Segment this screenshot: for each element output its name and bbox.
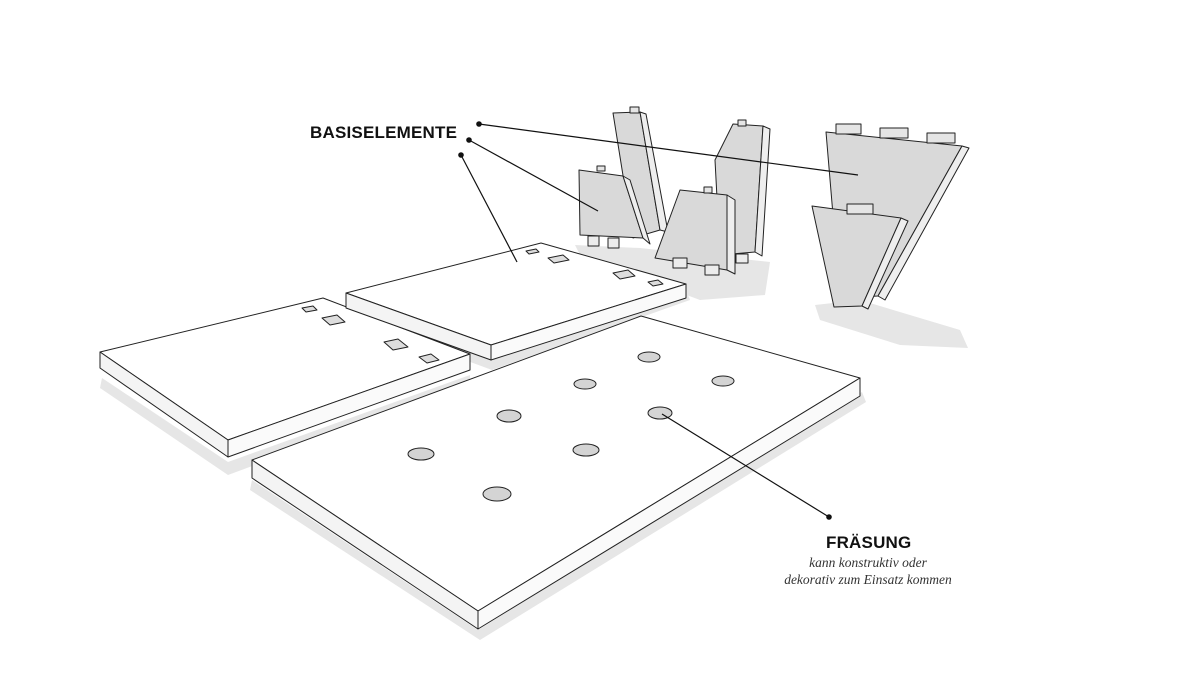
element-tab [703, 186, 713, 194]
shadow-middle-slab [346, 290, 690, 370]
milled-holes [407, 351, 735, 502]
milling-caption: kann konstruktiv oder dekorativ zum Eins… [768, 554, 968, 588]
element-foot [735, 253, 749, 264]
element-side [861, 217, 909, 310]
slot [301, 305, 318, 313]
leader-lines [458, 121, 859, 520]
leader-line-milling [661, 413, 830, 518]
element-face [654, 189, 728, 271]
element-side [877, 145, 970, 301]
leader-dot [476, 121, 482, 127]
left-slab-side [227, 353, 471, 458]
left-slab [99, 297, 471, 458]
element-foot [607, 237, 620, 249]
leader-line-basis-2 [468, 139, 599, 212]
element-tab [835, 123, 862, 135]
milled-hole [647, 406, 673, 420]
slot [525, 248, 540, 255]
milling-caption-line2: dekorativ zum Einsatz kommen [784, 572, 952, 587]
slot [418, 353, 440, 364]
label-base-elements: BASISELEMENTE [310, 123, 458, 142]
milled-hole [637, 351, 661, 363]
left-slab-slots [301, 305, 440, 364]
element-side [622, 175, 651, 245]
element-tab [879, 127, 909, 139]
element-side [726, 194, 736, 275]
element-tab [596, 165, 606, 172]
element-tab [737, 119, 747, 127]
leader-dot [458, 152, 464, 158]
element-tab [926, 132, 956, 144]
milling-caption-line1: kann konstruktiv oder [809, 555, 927, 570]
element-tab [629, 106, 640, 114]
slot [383, 338, 409, 351]
large-slab-side [477, 377, 861, 630]
milled-hole [711, 375, 735, 387]
shadow-left-slab [100, 375, 470, 475]
slot [547, 254, 570, 264]
leader-line-basis-1 [478, 123, 859, 176]
element-foot [672, 257, 688, 269]
element-foot [587, 235, 600, 247]
leader-dot [826, 514, 832, 520]
element-foot [704, 264, 720, 276]
milled-hole [482, 486, 512, 502]
milled-hole [496, 409, 522, 423]
base-element-trapezoid-small [811, 203, 909, 310]
milled-hole [407, 447, 435, 461]
element-tab [846, 203, 874, 215]
label-milling: FRÄSUNG [826, 533, 912, 552]
base-element-small-1 [578, 165, 651, 249]
milled-hole [573, 378, 597, 390]
slot [647, 279, 664, 287]
middle-slab-side [490, 283, 687, 361]
base-element-small-2 [654, 186, 736, 276]
shadow-large-slab [250, 392, 866, 640]
large-slab [251, 315, 861, 630]
middle-slab [345, 242, 687, 361]
leader-line-basis-3 [460, 154, 518, 263]
middle-slab-slots [525, 248, 664, 287]
element-side [754, 125, 771, 257]
leader-dot [466, 137, 472, 143]
slot [612, 269, 636, 280]
slot [321, 314, 346, 326]
base-elements [578, 106, 970, 310]
milled-hole [572, 443, 600, 457]
shadow-elements-right [815, 300, 968, 348]
